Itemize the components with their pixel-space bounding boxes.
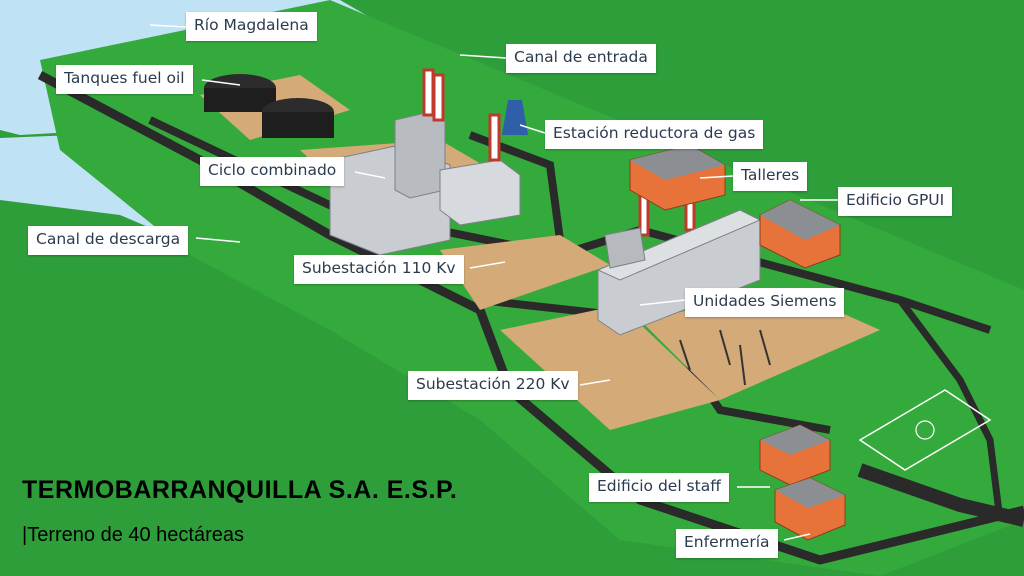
soccer-center-circle — [915, 420, 935, 440]
gpui-roof — [760, 200, 840, 240]
leader-enfermeria — [783, 533, 811, 541]
pylon-4 — [739, 344, 746, 386]
label-rio-magdalena: Río Magdalena — [186, 12, 317, 41]
siemens-units-block — [604, 227, 646, 269]
leader-tanques — [201, 79, 241, 86]
label-subestacion-220: Subestación 220 Kv — [408, 371, 578, 400]
substation-220-pad — [500, 305, 720, 430]
pylon-2 — [719, 329, 731, 366]
soccer-field — [858, 389, 992, 471]
combined-cycle-annex — [439, 159, 521, 226]
road-gate — [857, 463, 1024, 527]
leader-rio — [149, 24, 187, 28]
label-estacion-gas: Estación reductora de gas — [545, 120, 764, 149]
label-talleres: Talleres — [733, 162, 808, 191]
stack-3 — [488, 113, 501, 162]
stack-2 — [432, 73, 445, 122]
label-enfermeria: Enfermería — [676, 529, 778, 558]
pylon-1 — [679, 339, 691, 371]
road-main — [148, 116, 992, 334]
leader-siemens — [639, 299, 686, 306]
label-subestacion-110: Subestación 110 Kv — [294, 255, 464, 284]
enfermeria-roof — [775, 478, 845, 508]
page-title: TERMOBARRANQUILLA S.A. E.S.P. — [22, 476, 458, 504]
label-unidades-siemens: Unidades Siemens — [685, 288, 845, 317]
fuel-tank-2-body — [262, 112, 334, 138]
leader-canal-entrada — [459, 54, 507, 59]
combined-cycle-hrsg — [394, 111, 446, 199]
leader-sub110 — [469, 261, 506, 269]
label-tanques-fuel-oil: Tanques fuel oil — [56, 65, 193, 94]
staff-roof — [760, 425, 830, 455]
label-canal-entrada: Canal de entrada — [506, 44, 656, 73]
label-canal-descarga: Canal de descarga — [28, 226, 189, 255]
leader-ciclo — [354, 171, 386, 179]
stack-4 — [638, 193, 650, 237]
leader-canal-descarga — [195, 237, 241, 243]
page-subtitle: |Terreno de 40 hectáreas — [22, 524, 245, 546]
pylon-3 — [759, 329, 771, 366]
leader-gas — [519, 124, 546, 134]
stack-1 — [422, 68, 435, 117]
label-ciclo-combinado: Ciclo combinado — [200, 157, 345, 186]
label-edificio-gpui: Edificio GPUI — [838, 187, 953, 216]
leader-sub220 — [579, 379, 611, 386]
siemens-yard-pad — [640, 290, 880, 400]
label-edificio-staff: Edificio del staff — [589, 473, 729, 502]
talleres-roof — [630, 145, 725, 180]
leader-talleres — [699, 175, 734, 179]
substation-110-pad — [440, 235, 610, 310]
